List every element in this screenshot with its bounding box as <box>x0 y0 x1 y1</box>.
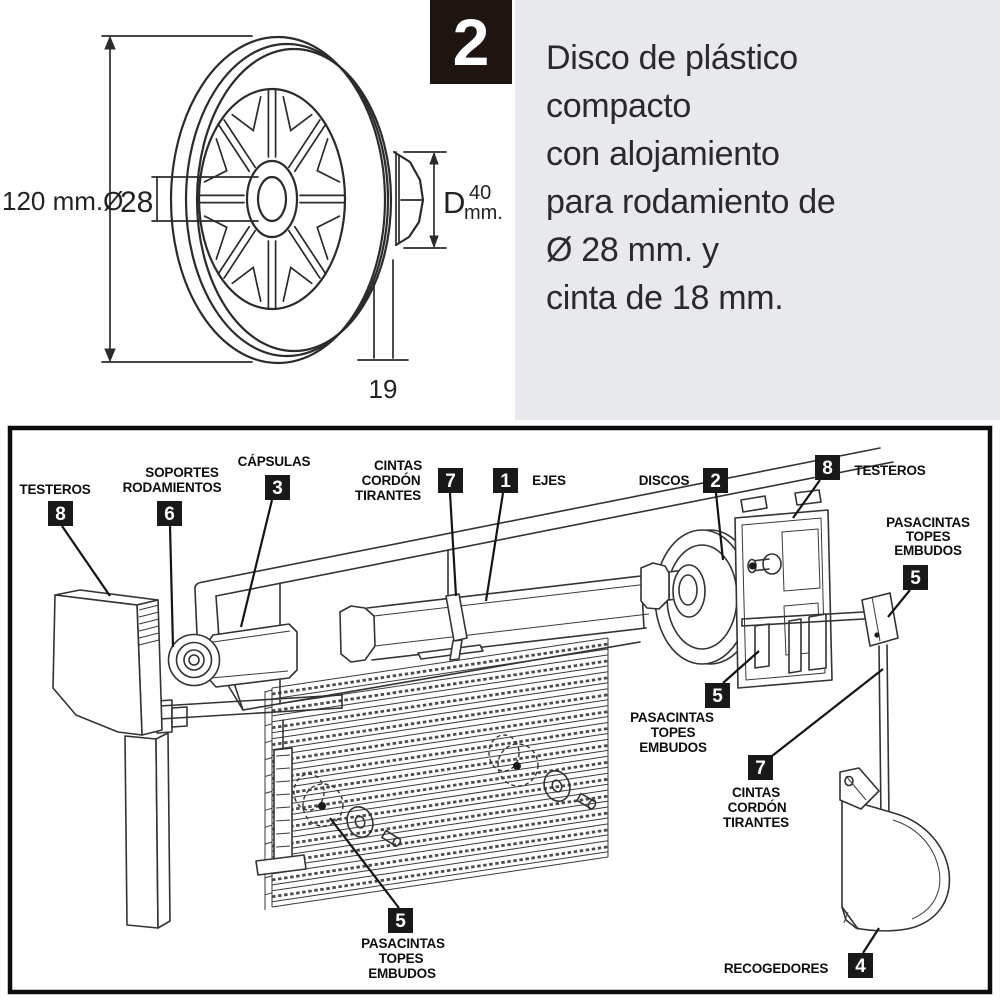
housing-box <box>194 447 894 711</box>
testero-pin <box>747 553 782 575</box>
recogedor <box>839 767 951 932</box>
badge-7-mid: 7 <box>748 755 773 780</box>
description-line: Ø 28 mm. y <box>546 231 719 269</box>
bearing-support <box>156 694 343 876</box>
label-cintas-top-3: TIRANTES <box>355 488 421 503</box>
description-panel <box>515 0 1000 420</box>
badge-4: 4 <box>848 953 873 978</box>
badge-5-bottom: 5 <box>388 908 413 933</box>
badge-1: 1 <box>493 468 518 493</box>
label-pasacintas-right-1: PASACINTAS <box>886 515 970 530</box>
pasacinta-bracket <box>861 592 899 647</box>
svg-text:5: 5 <box>712 686 723 707</box>
post-left <box>124 732 171 929</box>
label-pasacintas-right-3: EMBUDOS <box>894 543 962 558</box>
svg-text:8: 8 <box>55 504 66 525</box>
badge-7-top: 7 <box>438 468 463 493</box>
label-pasacintas-mid-3: EMBUDOS <box>639 740 707 755</box>
disc-assembly <box>640 529 758 665</box>
rim-label: 19 <box>369 374 398 404</box>
svg-text:5: 5 <box>395 911 406 932</box>
svg-text:8: 8 <box>822 458 833 479</box>
label-testeros-right: TESTEROS <box>854 463 925 478</box>
label-pasacintas-bottom-1: PASACINTAS <box>361 936 445 951</box>
label-pasacintas-mid-1: PASACINTAS <box>630 710 714 725</box>
label-testeros-left: TESTEROS <box>19 482 90 497</box>
badge-8-right: 8 <box>815 455 840 480</box>
product-description: Disco de plástico compacto con alojamien… <box>546 34 990 322</box>
description-line: compacto <box>546 87 692 125</box>
label-cintas-mid-2: CORDÓN <box>728 800 787 815</box>
badge-6: 6 <box>157 501 182 526</box>
depth-value: 40 <box>469 182 491 204</box>
depth-unit: mm. <box>464 202 503 224</box>
badge-5-mid: 5 <box>705 683 730 708</box>
badge-5-right: 5 <box>903 565 928 590</box>
leader-lines <box>61 479 911 954</box>
depth-letter: D <box>443 185 465 220</box>
svg-text:4: 4 <box>855 956 866 977</box>
svg-text:5: 5 <box>910 568 921 589</box>
svg-text:7: 7 <box>755 758 766 779</box>
shutter-curtain <box>264 637 609 910</box>
dimension-diameter: 120 mm.Ø <box>2 35 253 363</box>
disc-spec-drawing: 120 mm.Ø D 40 mm. <box>2 35 503 404</box>
description-line: Disco de plástico <box>546 39 798 77</box>
pasacintas-on-curtain <box>293 734 597 848</box>
guide-rod <box>741 610 882 627</box>
dimension-rim: 19 <box>357 259 409 404</box>
cinta-strap <box>878 644 890 821</box>
label-pasacintas-right-2: TOPES <box>906 529 951 544</box>
badge-3: 3 <box>265 475 290 500</box>
label-discos: DISCOS <box>639 473 690 488</box>
label-cintas-top-2: CORDÓN <box>362 473 421 488</box>
disc-drawing <box>169 35 393 365</box>
step-number-badge: 2 <box>430 0 512 84</box>
label-capsulas: CÁPSULAS <box>238 454 311 469</box>
svg-text:1: 1 <box>500 471 511 492</box>
label-pasacintas-mid-2: TOPES <box>651 725 696 740</box>
label-recogedores: RECOGEDORES <box>724 961 829 976</box>
bore-label: 28 <box>120 186 153 219</box>
svg-text:2: 2 <box>710 471 721 492</box>
label-cintas-mid-3: TIRANTES <box>723 815 789 830</box>
label-soportes-2: RODAMIENTOS <box>123 480 222 495</box>
label-ejes: EJES <box>532 473 566 488</box>
badge-2-diagram: 2 <box>703 468 728 493</box>
diameter-label: 120 mm.Ø <box>2 186 123 216</box>
svg-text:6: 6 <box>164 504 175 525</box>
svg-text:3: 3 <box>272 478 283 499</box>
label-pasacintas-bottom-2: TOPES <box>379 951 424 966</box>
svg-text:7: 7 <box>445 471 456 492</box>
dimension-depth: D 40 mm. <box>403 151 503 249</box>
dimension-bore: 28 <box>120 176 259 222</box>
label-cintas-top-1: CINTAS <box>374 458 422 473</box>
hub-profile <box>392 150 425 247</box>
description-line: para rodamiento de <box>546 183 836 221</box>
label-pasacintas-bottom-3: EMBUDOS <box>368 966 436 981</box>
label-cintas-mid-1: CINTAS <box>732 785 780 800</box>
capsule-bearing <box>167 623 298 688</box>
description-line: cinta de 18 mm. <box>546 279 784 317</box>
testero-left <box>52 589 163 736</box>
exploded-diagram: TESTEROS 8 SOPORTES RODAMIENTOS 6 CÁPSUL… <box>7 425 993 995</box>
cinta-on-axle <box>445 593 468 642</box>
description-line: con alojamiento <box>546 135 780 173</box>
diagram-frame <box>7 425 993 995</box>
part-labels: TESTEROS 8 SOPORTES RODAMIENTOS 6 CÁPSUL… <box>19 454 970 981</box>
badge-8-left: 8 <box>48 501 73 526</box>
pasacintas-strips <box>754 613 827 674</box>
label-soportes-1: SOPORTES <box>145 465 219 480</box>
